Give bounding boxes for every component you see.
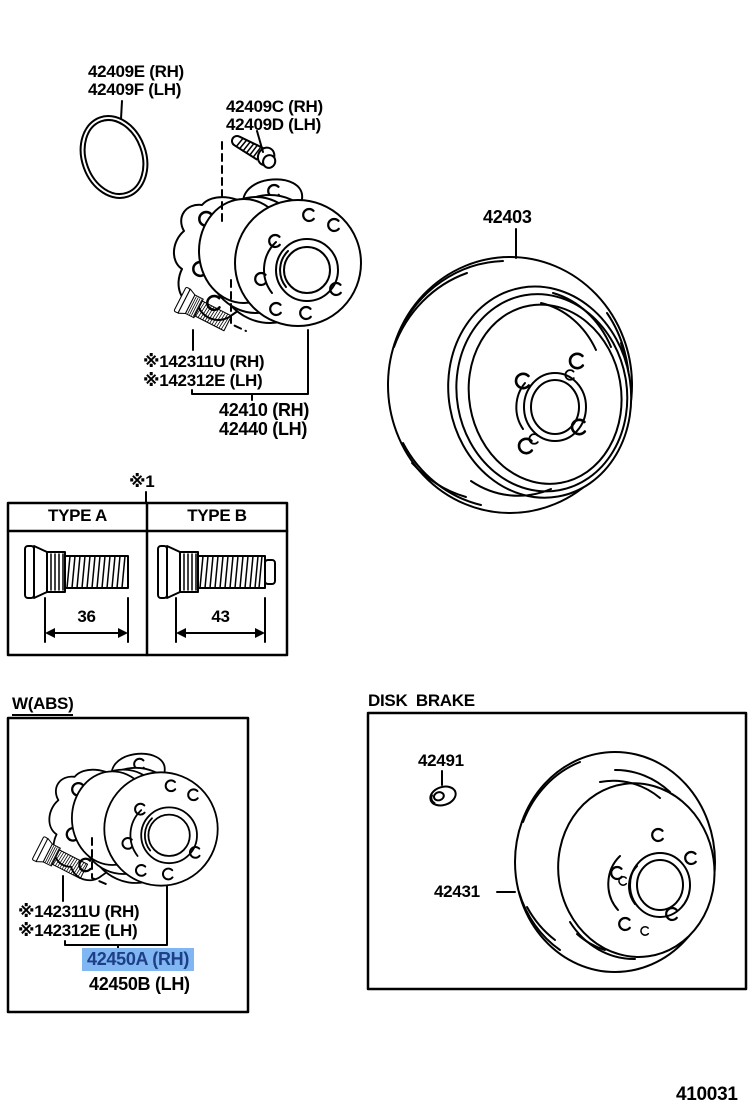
stud-table-ref-mark: ※1	[129, 472, 155, 491]
type-a-stud-drawing	[25, 546, 128, 598]
stud-table-header-type-b: TYPE B	[187, 506, 247, 525]
callout-42450b-lh[interactable]: 42450B (LH)	[89, 974, 190, 994]
stud-length-type-a: 36	[77, 607, 96, 626]
stud-table-header-type-a: TYPE A	[48, 506, 107, 525]
callout-abs-142312e-lh[interactable]: ※142312E (LH)	[18, 921, 138, 940]
section-label-abs: W(ABS)	[12, 694, 74, 716]
abs-hub-drawing	[49, 754, 217, 886]
abs-section-box	[6, 716, 250, 1014]
callout-42410-rh[interactable]: 42410 (RH)	[219, 400, 310, 420]
drawing-number: 410031	[676, 1084, 738, 1105]
stud-table-box	[6, 491, 289, 657]
callout-42491-cap[interactable]: 42491	[418, 751, 464, 770]
callout-142311u-rh[interactable]: ※142311U (RH)	[143, 352, 265, 371]
callout-42409e-rh[interactable]: 42409E (RH)	[88, 62, 184, 81]
hub-bolt-drawing	[231, 135, 277, 169]
callout-42440-lh[interactable]: 42440 (LH)	[219, 419, 308, 439]
callout-42403-drum[interactable]: 42403	[483, 207, 532, 227]
axle-hub-drawing	[174, 179, 361, 326]
callout-42409f-lh[interactable]: 42409F (LH)	[88, 80, 182, 99]
o-ring-drawing	[79, 115, 149, 199]
callout-42409c-rh[interactable]: 42409C (RH)	[226, 97, 323, 116]
disc-rotor-drawing	[514, 751, 716, 973]
leader-lines-upper	[120, 100, 517, 401]
disk-brake-section-box	[366, 711, 748, 991]
dimension-type-b	[175, 597, 266, 643]
brake-drum-drawing	[387, 256, 633, 514]
callout-42450a-rh-highlighted[interactable]: 42450A (RH)	[82, 948, 195, 971]
type-b-stud-drawing	[158, 546, 275, 598]
stud-length-type-b: 43	[211, 607, 230, 626]
callout-42409d-lh[interactable]: 42409D (LH)	[226, 115, 321, 134]
callout-142312e-lh[interactable]: ※142312E (LH)	[143, 371, 263, 390]
callout-42431-rotor[interactable]: 42431	[434, 882, 480, 901]
dimension-type-a	[44, 597, 129, 643]
section-label-disk-brake: DISK BRAKE	[368, 691, 475, 710]
callout-abs-142311u-rh[interactable]: ※142311U (RH)	[18, 902, 140, 921]
grease-cap-drawing	[429, 785, 457, 807]
